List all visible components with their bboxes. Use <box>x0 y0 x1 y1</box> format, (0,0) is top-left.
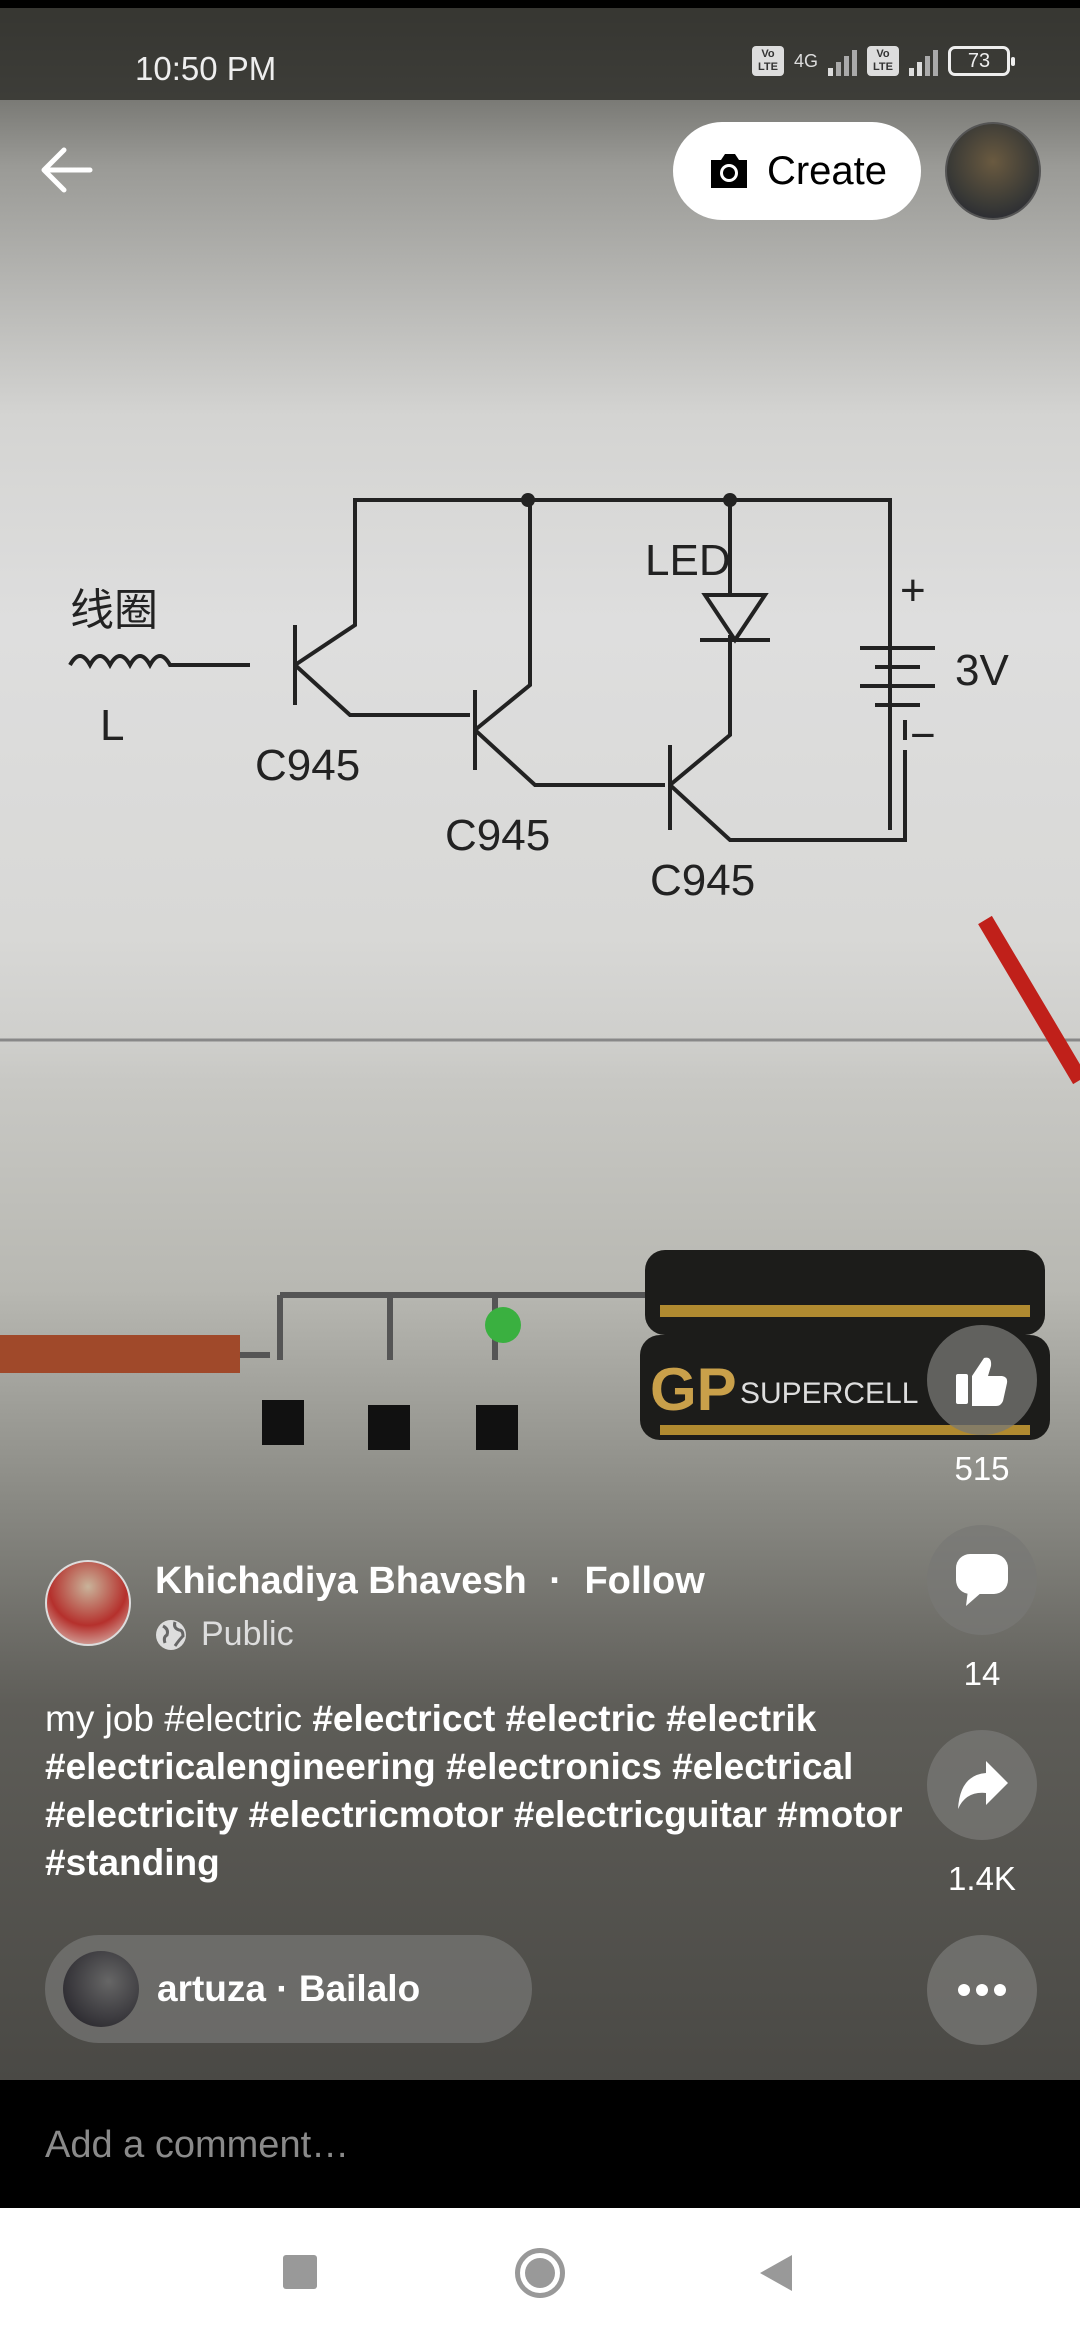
transistor-label-2: C945 <box>445 811 550 860</box>
home-button[interactable] <box>515 2248 565 2298</box>
back-arrow-icon <box>41 147 93 193</box>
navigation-bar <box>0 2208 1080 2340</box>
author-line: Khichadiya Bhavesh · Follow <box>155 1560 705 1603</box>
privacy-label: Public <box>201 1615 294 1653</box>
inductor-label: L <box>100 701 124 750</box>
share-icon <box>958 1761 1008 1809</box>
create-button[interactable]: Create <box>673 122 921 220</box>
status-time: 10:50 PM <box>135 50 277 87</box>
create-label: Create <box>766 148 888 193</box>
music-album-art <box>63 1951 139 2027</box>
music-label: artuza · Bailalo <box>157 1968 421 2009</box>
comment-count: 14 <box>963 1655 1001 1692</box>
transistor-label-1: C945 <box>255 741 360 790</box>
comment-button[interactable] <box>927 1525 1037 1635</box>
comment-input[interactable]: Add a comment… <box>0 2080 1080 2208</box>
back-button[interactable] <box>38 145 98 195</box>
home-dot <box>525 2258 555 2288</box>
more-options-button[interactable] <box>927 1935 1037 2045</box>
music-pill[interactable]: artuza · Bailalo <box>45 1935 532 2043</box>
thumbs-up-icon <box>956 1357 1008 1406</box>
follow-button[interactable]: Follow <box>584 1560 705 1602</box>
volte-icon-2: Vo LTE <box>867 46 899 76</box>
author-avatar[interactable] <box>45 1560 131 1646</box>
share-button[interactable] <box>927 1730 1037 1840</box>
caption-text: my job #electric <box>45 1698 313 1739</box>
transistor-label-3: C945 <box>650 856 755 905</box>
battery-text: SUPERCELL <box>740 1377 918 1410</box>
video-frame-circuit: 线圈 L LED 3V + − C945 C945 C945 GP SUPERC… <box>0 493 1080 1450</box>
author-name[interactable]: Khichadiya Bhavesh <box>155 1560 527 1602</box>
back-nav-button[interactable] <box>758 2253 794 2293</box>
status-bar: 10:50 PM Vo LTE 4G Vo LTE 73 <box>0 0 1080 100</box>
globe-icon <box>156 1619 186 1650</box>
camera-icon <box>710 154 747 188</box>
comment-placeholder: Add a comment… <box>45 2124 350 2166</box>
signal-icon-2 <box>909 46 938 76</box>
status-icons: Vo LTE 4G Vo LTE 73 <box>751 46 1015 76</box>
like-count: 515 <box>954 1450 1010 1487</box>
battery-brand: GP <box>650 1356 737 1423</box>
comment-icon <box>956 1554 1008 1606</box>
signal-icon <box>828 46 857 76</box>
voltage-label: 3V <box>955 646 1009 695</box>
privacy: Public <box>155 1615 294 1654</box>
profile-avatar[interactable] <box>945 122 1041 220</box>
share-count: 1.4K <box>948 1860 1016 1897</box>
coil-label: 线圈 <box>70 586 158 635</box>
post-caption[interactable]: my job #electric #electricct #electric #… <box>45 1695 925 1887</box>
like-button[interactable] <box>927 1325 1037 1435</box>
caption-hashtags[interactable]: #electricct #electric #electrik #electri… <box>45 1698 903 1883</box>
separator: · <box>549 1560 562 1602</box>
recents-button[interactable] <box>283 2255 317 2289</box>
minus-label: − <box>910 711 936 760</box>
volte-icon: Vo LTE <box>751 46 784 76</box>
reel-video[interactable]: 线圈 L LED 3V + − C945 C945 C945 GP SUPERC… <box>0 0 1080 2080</box>
more-icon <box>958 1984 1006 1996</box>
network-type: 4G <box>793 50 818 71</box>
battery-icon: 73 <box>948 46 1015 76</box>
plus-label: + <box>900 566 926 615</box>
led-label: LED <box>645 536 731 585</box>
